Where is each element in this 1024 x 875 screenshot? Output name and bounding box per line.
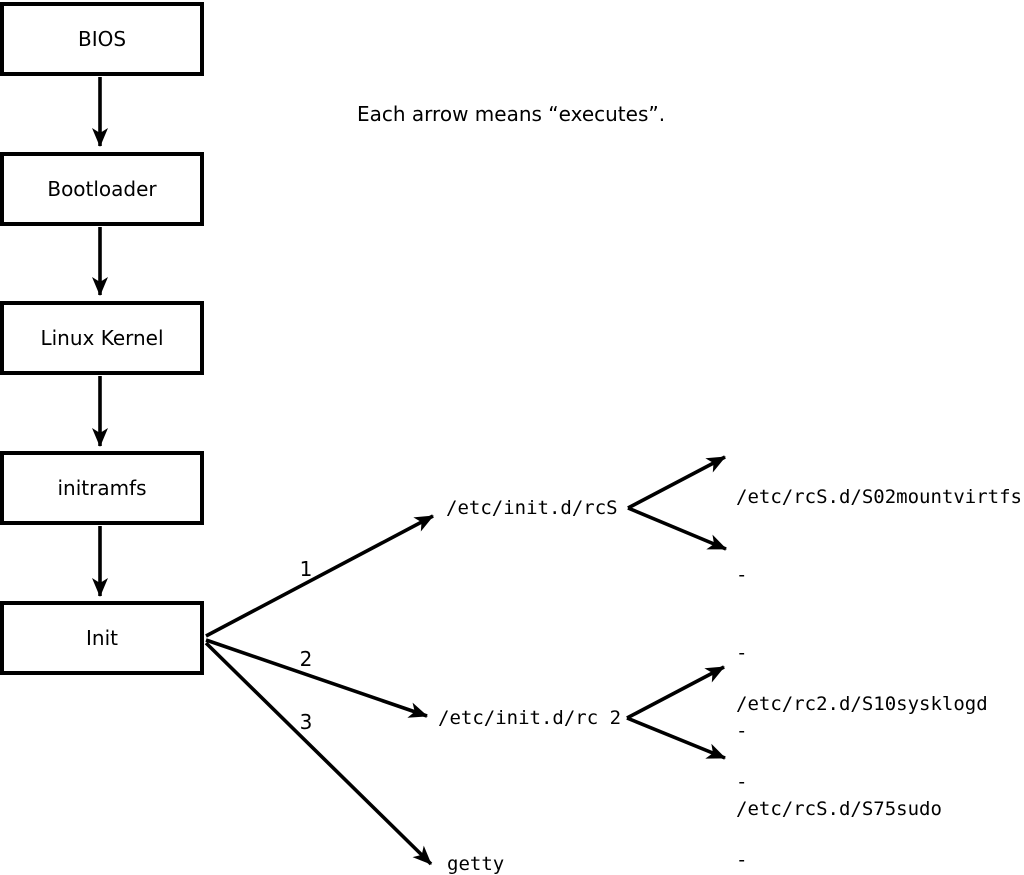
branch-number-3: 3 <box>299 710 313 734</box>
box-initramfs-label: initramfs <box>57 476 147 500</box>
box-bootloader: Bootloader <box>0 152 204 226</box>
leaf-item: - <box>736 642 748 664</box>
branch-number-2: 2 <box>299 647 313 671</box>
branch-number-1: 1 <box>299 557 313 581</box>
leaf-item: /etc/rcS.d/S75sudo <box>736 798 942 820</box>
arrow-rc2-to-s10sysklogd <box>626 665 725 720</box>
box-linux-kernel: Linux Kernel <box>0 301 204 375</box>
note-arrow-meaning: Each arrow means “executes”. <box>357 102 666 126</box>
leaf-item: /etc/rc2.d/S10sysklogd <box>736 693 988 715</box>
leaf-item: - <box>736 849 748 871</box>
box-init: Init <box>0 601 204 675</box>
label-getty: getty <box>447 853 505 875</box>
arrow-rc2-to-s99gdm <box>626 716 726 760</box>
arrow-rcs-to-s02mountvirtfs <box>627 455 726 510</box>
box-bios: BIOS <box>0 2 204 76</box>
box-linux-kernel-label: Linux Kernel <box>40 326 164 350</box>
leaf-item: - <box>736 564 748 586</box>
arrow-init-to-getty <box>204 641 433 866</box>
arrow-init-to-rcs <box>205 514 434 638</box>
leaf-item: /etc/rcS.d/S02mountvirtfs <box>736 486 1022 508</box>
label-init-d-rcs: /etc/init.d/rcS <box>446 497 618 519</box>
label-init-d-rc2: /etc/init.d/rc 2 <box>438 707 622 729</box>
rcs-leaf-list: /etc/rcS.d/S02mountvirtfs - - - /etc/rcS… <box>736 432 1022 874</box>
box-bios-label: BIOS <box>77 27 127 51</box>
box-init-label: Init <box>86 626 118 650</box>
leaf-item: - <box>736 771 748 793</box>
leaf-item: - <box>736 720 748 742</box>
arrow-rcs-to-s75sudo <box>627 506 727 551</box>
arrow-init-to-rc2 <box>205 638 428 718</box>
rc2-leaf-list: /etc/rc2.d/S10sysklogd - - - /etc/rc2.d/… <box>736 639 988 875</box>
box-initramfs: initramfs <box>0 451 204 525</box>
box-bootloader-label: Bootloader <box>47 177 157 201</box>
